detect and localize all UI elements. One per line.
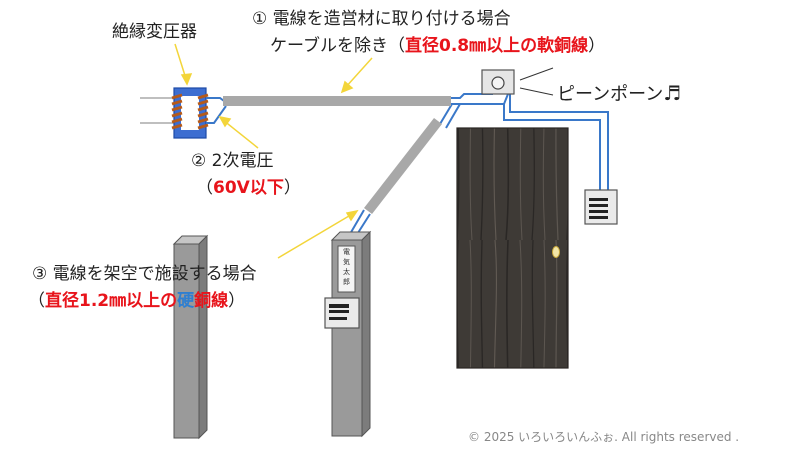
transformer-leader-arrow bbox=[174, 43, 193, 86]
secondary-voltage-limit: （60V以下） bbox=[196, 178, 301, 198]
aerial-cable-leader-arrow bbox=[277, 209, 359, 259]
door-knob-icon bbox=[552, 246, 560, 258]
case3-wire-type: 銅線 bbox=[194, 290, 228, 311]
secondary-voltage-title: ② 2次電圧 bbox=[191, 151, 273, 171]
nameplate-char: 郎 bbox=[343, 277, 350, 286]
chime-sound-label: ピーンポーン bbox=[557, 84, 663, 105]
secondary-wiring bbox=[206, 90, 609, 240]
secondary-voltage-suffix: ） bbox=[284, 178, 301, 198]
transformer-label: 絶縁変圧器 bbox=[112, 22, 197, 42]
nameplate-char: 太 bbox=[343, 267, 350, 276]
aerial-cable bbox=[364, 118, 442, 214]
wall-cable-leader-arrow bbox=[340, 57, 373, 94]
case3-condition: （直径1.2㎜以上の硬銅線） bbox=[28, 290, 245, 311]
secondary-voltage-value: 60V以下 bbox=[213, 178, 284, 198]
secondary-coil-icon bbox=[197, 93, 209, 130]
copyright-notice: © 2025 いろいろいんふぉ. All rights reserved . bbox=[468, 430, 739, 444]
case3-condition-prefix: （ bbox=[28, 291, 45, 311]
case1-condition-suffix: ） bbox=[588, 36, 605, 56]
case3-hard-highlight: 硬 bbox=[177, 291, 195, 311]
case1-wire-spec: 直径0.8㎜以上の軟銅線 bbox=[405, 35, 588, 56]
nameplate-text: 電気太郎 bbox=[343, 248, 350, 286]
nameplate bbox=[337, 245, 356, 293]
secondary-voltage-prefix: （ bbox=[196, 178, 213, 198]
door bbox=[456, 127, 569, 369]
nameplate-char: 電 bbox=[343, 248, 350, 256]
gate-pole: 電気太郎 bbox=[330, 230, 372, 438]
indoor-intercom-unit bbox=[584, 189, 618, 225]
wall-cable bbox=[223, 96, 451, 106]
door-chime bbox=[481, 69, 515, 95]
case3-title: ③ 電線を架空で施設する場合 bbox=[32, 264, 257, 284]
primary-coil-icon bbox=[171, 93, 183, 130]
case1-title: ① 電線を造営材に取り付ける場合 bbox=[252, 9, 511, 29]
case3-condition-suffix: ） bbox=[228, 291, 245, 311]
case3-wire-spec: 直径1.2㎜以上の bbox=[45, 290, 177, 311]
secondary-voltage-leader-arrow bbox=[218, 115, 259, 149]
case1-condition-prefix: ケーブルを除き（ bbox=[270, 35, 405, 56]
nameplate-char: 気 bbox=[343, 257, 350, 266]
insulation-transformer bbox=[140, 87, 209, 139]
outdoor-intercom-unit bbox=[324, 297, 360, 329]
chime-sound-text: ピーンポーン♬ bbox=[557, 81, 681, 105]
music-note-icon: ♬ bbox=[663, 81, 681, 105]
chime-sound-lines bbox=[519, 67, 554, 96]
left-pole bbox=[172, 234, 209, 440]
case1-condition: ケーブルを除き（直径0.8㎜以上の軟銅線） bbox=[270, 35, 605, 56]
